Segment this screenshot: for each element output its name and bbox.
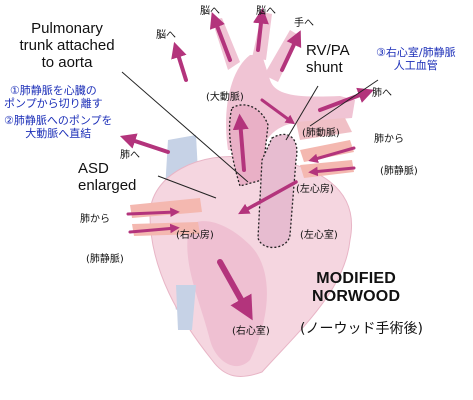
arrow-lung-right	[318, 87, 374, 112]
label-lung-right: 肺へ	[372, 88, 392, 99]
label-left-atrium: (左心房)	[296, 184, 334, 195]
arrow-from-lung-left	[126, 207, 180, 218]
label-pulm-vein-left: (肺静脈)	[86, 254, 124, 265]
arrow-asd	[238, 180, 298, 215]
arrow-brain-3	[171, 41, 188, 82]
label-lung-left: 肺へ	[120, 150, 140, 161]
leader-step-3	[309, 79, 379, 127]
inferior-vena-cava	[176, 285, 196, 330]
title-line3: (ノーウッド手術後)	[300, 321, 423, 337]
annotation-step-2-line1: ②肺静脈へのポンプを	[4, 114, 113, 127]
arrow-shunt	[260, 98, 296, 125]
annotation-pulmonary-trunk-line3: to aorta	[41, 54, 93, 71]
annotation-step-3-line2: 人工血管	[393, 59, 438, 72]
right-ventricle-region	[187, 221, 267, 367]
annotation-asd-line1: ASD	[78, 160, 109, 177]
annotation-step-2: ②肺静脈へのポンプを 大動脈へ直結	[4, 114, 113, 140]
label-right-atrium: (右心房)	[176, 230, 214, 241]
arrow-lung-left	[119, 133, 170, 154]
annotation-pulmonary-trunk: Pulmonary trunk attached to aorta	[2, 20, 132, 71]
arrow-brain-1	[209, 12, 232, 62]
annotation-step-3: ③右心室/肺静脈 人工血管	[376, 46, 456, 72]
title-line1: MODIFIED	[316, 270, 397, 287]
label-from-lung-left: 肺から	[80, 214, 110, 225]
head-vessel-3	[264, 30, 300, 82]
arrow-aorta-up	[232, 113, 249, 172]
arrow-ventricle-down	[217, 259, 253, 321]
label-brain-2: 脳へ	[256, 6, 276, 17]
label-aorta: (大動脈)	[206, 92, 244, 103]
annotation-step-1: ①肺静脈を心臓の ポンプから切り離す	[4, 84, 103, 110]
label-hand: 手へ	[294, 18, 314, 29]
annotation-asd: ASD enlarged	[78, 160, 136, 194]
annotation-step-1-line2: ポンプから切り離す	[4, 97, 103, 110]
annotation-rvpa-shunt: RV/PA shunt	[306, 42, 350, 76]
label-pulm-vein-right: (肺静脈)	[380, 166, 418, 177]
annotation-pulmonary-trunk-line2: trunk attached	[19, 37, 115, 54]
annotation-step-3-line1: ③右心室/肺静脈	[376, 46, 456, 59]
annotation-step-1-line1: ①肺静脈を心臓の	[9, 84, 97, 97]
annotation-step-2-line2: 大動脈へ直結	[25, 127, 92, 140]
diagram-title: MODIFIED NORWOOD	[312, 270, 400, 306]
pulmonary-artery	[296, 118, 352, 140]
leader-pulmonary-trunk	[121, 71, 249, 183]
label-brain-3: 脳へ	[156, 30, 176, 41]
arrow-hand	[280, 30, 302, 72]
title-line2: NORWOOD	[312, 288, 401, 305]
annotation-rvpa-shunt-line1: RV/PA	[306, 42, 350, 59]
annotation-rvpa-shunt-line2: shunt	[306, 59, 343, 76]
label-left-ventricle: (左心室)	[300, 230, 338, 241]
label-brain-1: 脳へ	[200, 6, 220, 17]
leader-asd	[157, 175, 217, 199]
label-right-ventricle: (右心室)	[232, 326, 270, 337]
leader-rvpa-shunt	[285, 85, 319, 141]
annotation-asd-line2: enlarged	[78, 177, 137, 194]
annotation-pulmonary-trunk-line1: Pulmonary	[31, 20, 103, 37]
label-pulmonary-artery: (肺動脈)	[302, 128, 340, 139]
arrow-from-lung-left-2	[128, 223, 180, 234]
arrow-brain-2	[252, 7, 269, 52]
label-from-lung-right: 肺から	[374, 134, 404, 145]
arrow-from-lung-right	[308, 146, 356, 164]
arrow-from-lung-right-2	[308, 166, 356, 177]
